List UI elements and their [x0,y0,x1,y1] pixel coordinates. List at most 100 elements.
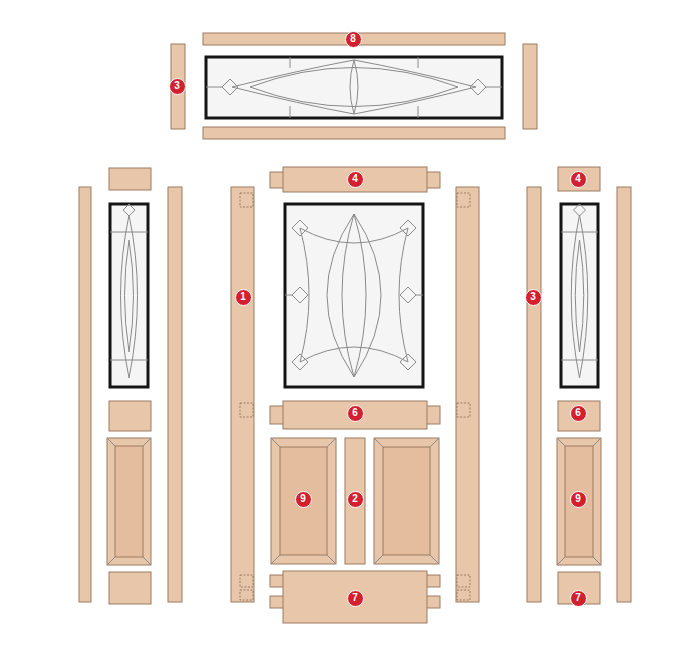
left-sidelight-part [110,204,148,387]
main-door-part [457,575,470,587]
main-door-part [300,228,408,362]
main-door-part [345,438,365,564]
transom [171,33,537,139]
transom-part [418,57,419,68]
transom-part [250,68,458,107]
left-sidelight-part [110,232,148,233]
main-door-part [240,403,253,417]
main-door-part [426,575,440,587]
left-sidelight-part [107,438,151,565]
main-door-part [400,220,416,236]
right-sidelight [527,167,631,604]
callout-number: 1 [235,289,252,306]
left-sidelight-part [109,401,151,431]
transom-part [222,79,238,95]
transom-part [206,87,222,88]
right-sidelight-part [557,438,601,565]
main-door-part [426,596,440,608]
main-door-part [457,590,470,600]
main-door-part [400,354,416,370]
main-door-part [231,187,254,602]
callout-number: 3 [525,289,542,306]
left-sidelight-part [109,572,151,604]
left-sidelight-part [110,360,148,361]
main-door-part [426,406,440,424]
callout-number: 7 [570,590,587,607]
main-door-part [280,447,327,555]
main-door-part [292,220,308,236]
main-door-part [400,287,416,303]
left-sidelight-part [109,168,151,190]
right-sidelight-part [575,240,584,352]
main-door-part [285,295,292,296]
left-sidelight-part [168,187,182,602]
main-door-part [416,295,423,296]
main-door-part [456,187,479,602]
transom-part [486,87,502,88]
right-sidelight-part [558,167,600,191]
callout-number: 8 [345,31,362,48]
transom-part [523,44,537,129]
callout-number: 9 [570,491,587,508]
right-sidelight-part [571,215,588,378]
main-door-part [240,193,253,207]
main-door-part [240,575,253,587]
transom-part [290,106,291,118]
callout-number: 9 [295,491,312,508]
right-sidelight-part [617,187,631,602]
callout-number: 2 [347,491,364,508]
main-door-part [426,172,440,188]
main-door-part [292,354,308,370]
main-door-part [270,575,284,587]
right-sidelight-part [527,187,541,602]
left-sidelight-part [125,240,134,352]
callout-number: 6 [570,405,587,422]
transom-part [203,127,505,139]
main-door-part [457,193,470,207]
main-door-part [240,590,253,600]
callout-number: 3 [169,78,186,95]
right-sidelight-part [558,401,600,431]
left-sidelight [79,168,182,604]
transom-part [470,79,486,95]
transom-part [418,106,419,118]
transom-part [232,60,476,114]
left-sidelight-part [115,446,143,557]
main-door-part [271,438,336,564]
right-sidelight-part [557,438,601,565]
main-door-part [270,406,284,424]
main-door-part [327,214,381,377]
right-sidelight-part [561,204,598,387]
left-sidelight-part [123,204,135,216]
main-door-part [283,167,427,192]
callout-number: 4 [570,171,587,188]
main-door-part [285,204,423,387]
callout-number: 7 [347,590,364,607]
transom-part [290,57,291,68]
main-door-part [270,596,284,608]
right-sidelight-part [565,446,593,557]
main-door-part [300,228,408,362]
right-sidelight-part [561,232,598,233]
main-door-part [283,571,427,623]
main-door-part [292,287,308,303]
main-door-part [342,214,366,377]
main-door [231,167,479,623]
main-door-part [374,438,439,564]
main-door-part [374,438,439,564]
main-door-part [457,403,470,417]
transom-part [206,57,502,118]
left-sidelight-part [121,215,138,378]
main-door-part [270,172,284,188]
callout-number: 4 [347,171,364,188]
right-sidelight-part [574,204,586,216]
right-sidelight-part [561,360,598,361]
transom-part [350,60,358,114]
main-door-part [283,401,427,429]
main-door-part [383,447,430,555]
left-sidelight-part [79,187,91,602]
callout-number: 6 [347,405,364,422]
left-sidelight-part [107,438,151,565]
